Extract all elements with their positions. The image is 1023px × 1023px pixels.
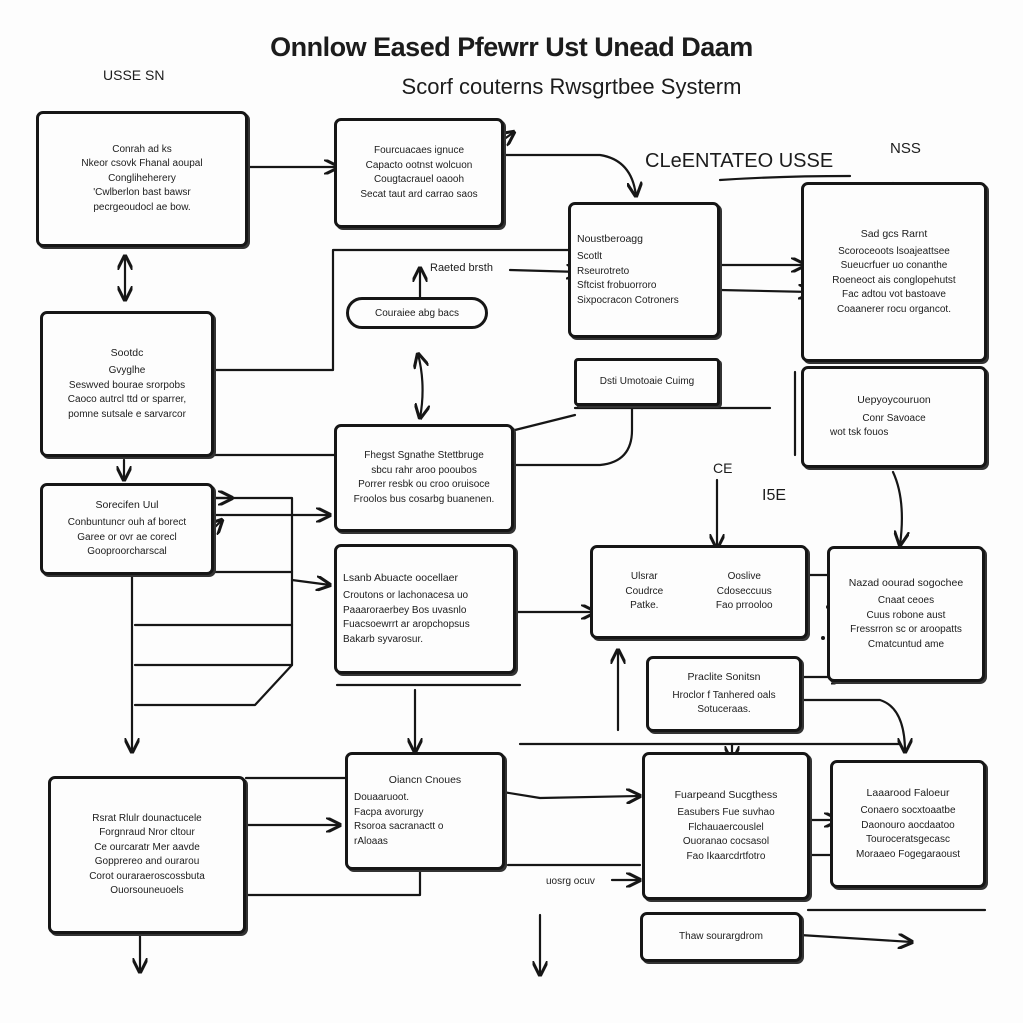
connector [798, 698, 905, 752]
top-right-label: NSS [890, 140, 921, 157]
connector [244, 868, 422, 897]
process-box: Lsanb Abuacte oocellaer Croutons or lach… [334, 544, 516, 674]
connector [290, 580, 330, 585]
client-label: CLeENTATEO USSE [645, 150, 834, 172]
connector [513, 413, 577, 432]
connector [513, 406, 634, 467]
connector [718, 174, 852, 182]
routed-label: Raeted brsth [430, 262, 493, 274]
top-left-label: USSE SN [103, 67, 165, 83]
mid-label-ise: I5E [762, 487, 787, 504]
connector [503, 132, 514, 140]
connector [718, 290, 812, 292]
status-box: Dsti Umotoaie Cuimg [574, 358, 720, 406]
diagram-title: Onnlow Eased Pfewrr Ust Unead Daam [270, 32, 753, 62]
mid-label-ce: CE [713, 460, 733, 476]
terminal-box: Thaw sourargdrom [640, 912, 802, 962]
connector [418, 354, 423, 418]
connector [214, 520, 222, 528]
bottom-small-label: uosrg ocuv [546, 876, 595, 887]
connector [501, 153, 636, 196]
diagram-subtitle: Scorf couterns Rwsgrtbee Systerm [401, 74, 742, 99]
connector [798, 935, 912, 942]
connector [891, 470, 902, 545]
connector [501, 792, 640, 798]
decision-pill: Couraiee abg bacs [346, 297, 488, 329]
process-box: Praclite Sonitsn Hroclor f Tanhered oals… [646, 656, 802, 732]
connector [210, 248, 577, 372]
